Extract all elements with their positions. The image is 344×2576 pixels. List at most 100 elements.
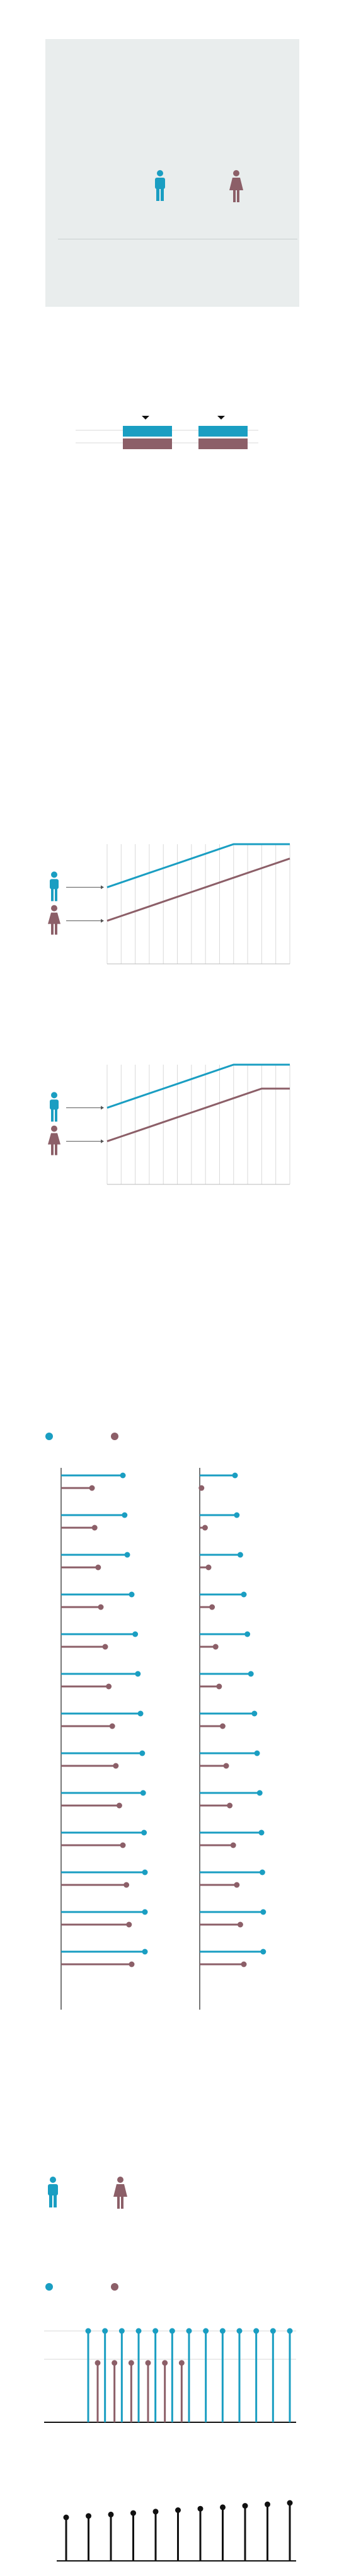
rising-dot (130, 2510, 136, 2516)
lollipop-dot (124, 1552, 130, 1558)
stem-dot (162, 2360, 168, 2366)
stem-dot (186, 2328, 192, 2334)
lollipop-dot (102, 1644, 108, 1650)
figure-leg (55, 1109, 57, 1122)
stem-dot (102, 2328, 108, 2334)
lollipop-dot (142, 1909, 148, 1915)
pointer-arrow-0 (101, 885, 104, 890)
lollipop-dot (259, 1869, 265, 1875)
intro-panel (45, 39, 299, 307)
figure-head (51, 1125, 57, 1132)
stem-dot (203, 2328, 209, 2334)
figure-leg (51, 888, 54, 902)
figure-body (50, 1099, 59, 1110)
lollipop-dot (129, 1961, 135, 1967)
lollipop-dot (258, 1829, 265, 1836)
lollipop-dot (244, 1631, 251, 1637)
lollipop-dot (132, 1631, 139, 1637)
lollipop-dot (256, 1790, 263, 1796)
rising-dot (175, 2507, 181, 2513)
stem-dot (219, 2328, 226, 2334)
stem-dot (85, 2328, 91, 2334)
lollipop-dot (142, 1869, 148, 1875)
lollipop-dot (89, 1485, 95, 1491)
lollipop-dot (129, 1591, 135, 1598)
lollipop-dot (135, 1671, 141, 1677)
line-chart-2 (48, 1063, 290, 1185)
stem-dot (169, 2328, 175, 2334)
figure-dress (48, 912, 60, 924)
lollipop-dot (223, 1763, 229, 1769)
lollipop-dot (209, 1604, 215, 1610)
lollipop-dot (237, 1921, 243, 1928)
summary-bar-A-0 (123, 426, 172, 437)
series-line-1 (106, 857, 290, 922)
stem-legend-male-dot (45, 2283, 53, 2291)
lollipop-dot (106, 1683, 112, 1690)
stem-dot (128, 2360, 134, 2366)
lollipop-chart-left (60, 1468, 148, 2010)
rising-dot (152, 2509, 159, 2515)
lollipop-dot (126, 1921, 132, 1928)
lollipop-dot (227, 1802, 233, 1809)
lollipop-dot (219, 1723, 226, 1729)
stem-dot (135, 2328, 142, 2334)
legend-male-dot (45, 1433, 53, 1440)
stem-dot (112, 2360, 118, 2366)
lollipop-dot (237, 1552, 243, 1558)
series-line-1 (106, 1087, 290, 1143)
figure-body (50, 879, 59, 890)
lollipop-dot (91, 1525, 98, 1531)
figure-leg (51, 1109, 54, 1122)
rising-dot (220, 2504, 226, 2510)
series-line-0 (106, 1063, 290, 1109)
lollipop-dot (232, 1472, 238, 1479)
line-chart-1 (48, 843, 290, 965)
lollipop-dot (241, 1591, 247, 1598)
summary-bar-A-1 (123, 438, 172, 449)
male-figure-svg (155, 170, 165, 201)
rising-dot (86, 2513, 91, 2519)
lollipop-dot (234, 1882, 240, 1888)
lollipop-dot (260, 1949, 267, 1955)
rising-dot (287, 2500, 293, 2506)
lollipop-dot (141, 1829, 147, 1836)
female-figure-svg (229, 170, 243, 202)
stem-dot (178, 2360, 185, 2366)
rising-dot (108, 2511, 114, 2517)
summary-bar-B-1 (198, 438, 248, 449)
lollipop-dot (122, 1512, 128, 1518)
rising-dot (265, 2501, 270, 2507)
figure-leg (55, 1143, 57, 1155)
legend-female-dot (111, 1433, 118, 1440)
pointer-arrow-0 (101, 1106, 104, 1110)
summary-bar-B-0 (198, 426, 248, 437)
marker-triangle-A (142, 416, 149, 420)
stem-dot (287, 2328, 293, 2334)
rising-dot (197, 2505, 204, 2512)
figure-leg (51, 923, 54, 935)
stem-dot (145, 2360, 151, 2366)
marker-triangle-B (217, 416, 225, 420)
figure-head (51, 1092, 57, 1099)
lollipop-dot (137, 1710, 144, 1717)
lollipop-dot (113, 1763, 119, 1769)
lollipop-dot (216, 1683, 222, 1690)
female-figure-icon-a (48, 905, 60, 935)
lollipop-dot (109, 1723, 115, 1729)
male-figure-svg-2 (48, 2177, 58, 2207)
pointer-arrow-1 (101, 919, 104, 923)
lollipop-dot (120, 1842, 126, 1848)
stem-dot (152, 2328, 159, 2334)
stem-dot (95, 2360, 101, 2366)
lollipop-dot (202, 1525, 208, 1531)
series-line-0 (106, 843, 290, 888)
figure-leg (51, 1143, 54, 1155)
stem-dot (253, 2328, 260, 2334)
rising-dot (63, 2514, 69, 2521)
figure-leg (55, 923, 57, 935)
lollipop-dot (198, 1485, 205, 1491)
figure-dress (48, 1133, 60, 1145)
figure-leg (55, 888, 57, 902)
lollipop-dot (123, 1882, 130, 1888)
